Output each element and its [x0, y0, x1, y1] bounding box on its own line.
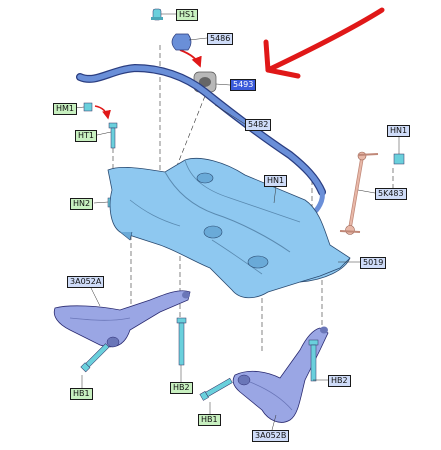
clip-icon [151, 8, 163, 21]
hand-drawn-arrow-icon [265, 7, 385, 73]
stabilizer-bar [77, 65, 325, 195]
part-label-3a052a: 3A052A [67, 276, 105, 288]
part-label-5k483: 5K483 [375, 188, 407, 200]
part-label-hb1-right: HB1 [198, 414, 221, 426]
stabilizer-link [339, 151, 379, 235]
part-label-hn1-mid: HN1 [264, 175, 288, 187]
bolt-icon [80, 343, 110, 373]
crossmember-subframe [107, 157, 351, 299]
part-label-hb2-right: HB2 [328, 375, 351, 387]
hand-drawn-arrow-head [263, 39, 301, 79]
part-label-hn2: HN2 [70, 198, 94, 210]
lower-control-arm-right [232, 326, 329, 423]
nut-icon [83, 102, 93, 112]
part-label-5486: 5486 [207, 33, 234, 45]
part-label-hm1-top: HM1 [53, 103, 78, 115]
label-leader-lines [74, 13, 400, 431]
part-label-5493: 5493 [230, 79, 257, 91]
part-label-hb1-left: HB1 [70, 388, 93, 400]
bolt-icon [308, 339, 319, 382]
bolt-icon [108, 122, 118, 149]
part-label-5482: 5482 [245, 119, 272, 131]
part-label-hs1: HS1 [176, 9, 199, 21]
bolt-icon [199, 377, 233, 401]
lower-control-arm-left [53, 290, 191, 348]
part-label-hb2-left: HB2 [170, 382, 193, 394]
curved-arrow-icon [179, 49, 202, 68]
part-label-hn1-right: HN1 [387, 125, 411, 137]
nut-icon [393, 153, 405, 165]
part-label-3a052b: 3A052B [252, 430, 290, 442]
part-label-5019: 5019 [360, 257, 387, 269]
bolt-icon [176, 317, 187, 366]
stabilizer-bracket [171, 33, 192, 51]
curved-arrow-icon [94, 105, 111, 120]
part-label-ht1: HT1 [75, 130, 97, 142]
